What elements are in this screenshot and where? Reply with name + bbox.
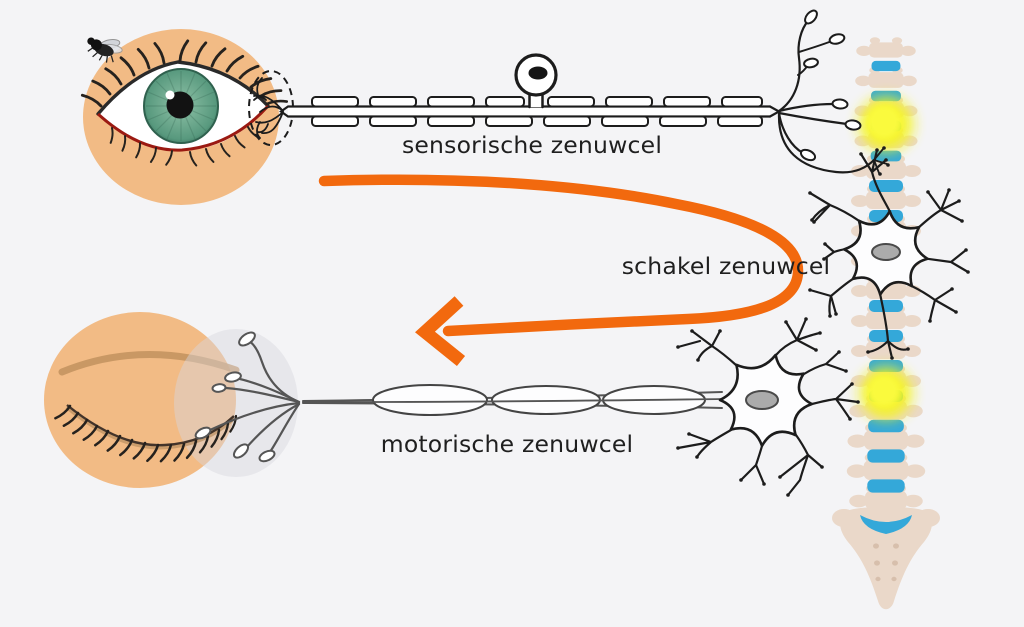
label-interneuron: schakel zenuwcel: [621, 252, 831, 280]
closed-eye-crease: [58, 351, 240, 376]
motor-nucleus: [745, 390, 779, 410]
synapse-glow-motor: [860, 367, 912, 419]
sensory-neuron: [248, 9, 890, 176]
sacrum: [832, 506, 940, 610]
label-motor-neuron: motorische zenuwcel: [380, 430, 634, 458]
iris: [143, 68, 219, 144]
interneuron-dendrite-tips: [808, 148, 970, 360]
closed-eye: [44, 312, 298, 488]
sensory-nucleus: [528, 66, 548, 80]
motor-dendrites: [676, 317, 860, 497]
free-nerve-endings: [253, 77, 284, 139]
label-sensory-neuron: sensorische zenuwcel: [401, 131, 663, 159]
fly-icon: [87, 37, 123, 63]
eye-highlight: [165, 90, 175, 100]
interneuron: [808, 148, 970, 360]
open-eye: [80, 29, 289, 205]
motor-end-plates: [194, 331, 301, 463]
sacral-foramina: [873, 543, 899, 582]
signal-path-arrow: [318, 174, 804, 367]
upper-eyelid-line: [96, 60, 270, 116]
sensory-axon-body: [288, 106, 770, 117]
motor-neuron: [194, 317, 860, 497]
sensory-myelin-segments: [311, 96, 763, 127]
interneuron-dendrites: [808, 148, 970, 360]
interneuron-nucleus: [871, 243, 901, 261]
sensory-axon-terminals: [768, 9, 890, 176]
pupil: [166, 91, 194, 119]
synapse-glow-sensory: [859, 97, 913, 151]
lower-eyelid-line: [96, 104, 270, 152]
motor-axon-core: [302, 398, 723, 403]
motor-dendrite-tips: [676, 317, 860, 497]
closed-lash-line: [66, 404, 235, 447]
spinal-column: [832, 37, 940, 610]
arrowhead: [415, 296, 466, 367]
sensory-cell-body: [514, 53, 558, 109]
